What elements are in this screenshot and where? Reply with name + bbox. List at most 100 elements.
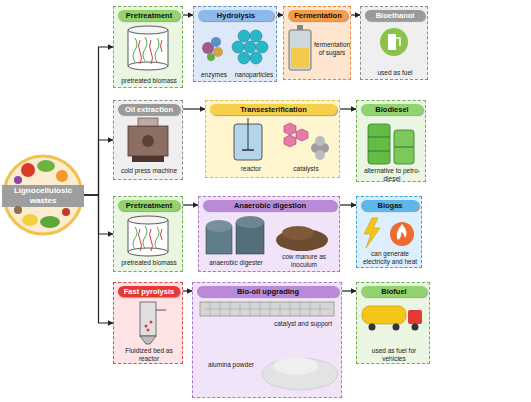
fuel-drop <box>380 28 408 56</box>
process-box: Pretreatmentpretreated biomass <box>113 196 183 272</box>
husk-shape <box>14 206 22 214</box>
barrel-ring <box>394 147 414 148</box>
enzyme-blob <box>202 42 214 54</box>
flow-arrow <box>351 14 360 15</box>
grape-shape <box>14 176 22 184</box>
catalyst-sphere <box>311 143 321 153</box>
particle-sphere <box>250 30 262 42</box>
process-box: Anaerobic digestionanaerobic digestercow… <box>198 196 340 272</box>
step-heading: Bioethanol <box>365 10 425 21</box>
pretreated-biomass-icon <box>128 26 168 70</box>
fermenter-icon <box>289 25 311 70</box>
product-box: Biogascan generate electricity and heat <box>356 196 422 268</box>
nanoparticle-icon <box>232 30 268 64</box>
product-box: Biodieselalternative to petro-diesel <box>356 100 426 182</box>
image-caption: cow manure as inoculum <box>271 253 337 269</box>
image-caption: can generate electricity and heat <box>360 250 420 266</box>
pump-hose <box>396 38 400 46</box>
step-heading: Oil extraction <box>118 104 180 115</box>
tank-bottom <box>128 248 168 256</box>
manure-icon <box>276 226 328 251</box>
image-caption: used as fuel <box>365 69 425 77</box>
step-heading: Biodiesel <box>361 104 423 115</box>
catalyst-sphere <box>319 143 329 153</box>
powder-pile <box>262 358 338 390</box>
tank-top <box>128 216 168 224</box>
truck-wheel <box>412 324 419 331</box>
honeycomb-cells <box>204 302 330 316</box>
digester-tank <box>236 222 264 254</box>
catalyst-sphere <box>315 150 325 160</box>
barrel-ring <box>368 137 390 138</box>
fuel-barrel <box>394 130 414 164</box>
flow-arrow <box>183 108 205 109</box>
press-hopper <box>138 118 158 126</box>
reactor-vessel <box>234 124 262 160</box>
catalyst-support-icon <box>200 302 334 316</box>
image-caption: catalyst and support <box>268 320 338 328</box>
image-caption: nanoparticles <box>232 71 276 79</box>
catalyst-hexagon <box>284 135 296 147</box>
catalyst-sphere <box>315 136 325 146</box>
truck-wheel <box>393 324 400 331</box>
orange-shape <box>56 170 68 182</box>
flow-arrow <box>183 14 193 15</box>
honeycomb-support <box>200 302 334 316</box>
fluidized-bed-icon <box>140 302 166 344</box>
particle-sphere <box>256 41 268 53</box>
source-circle: Lignocellulosic wastes <box>2 152 84 238</box>
tank-body <box>128 30 168 66</box>
enzyme-blob <box>211 37 221 47</box>
press-body <box>128 126 168 156</box>
stirrer-blade <box>242 149 254 151</box>
pump-body <box>388 34 396 50</box>
process-box: Oil extractioncold press machine <box>113 100 183 180</box>
reactor-icon <box>234 118 262 160</box>
reactor-column <box>140 302 156 336</box>
image-caption: enzymes <box>196 71 232 79</box>
process-box: Pretreatmentpretreated biomass <box>113 6 183 88</box>
step-heading: Fast pyrolysis <box>118 286 180 297</box>
flow-arrow <box>340 108 356 109</box>
image-caption: alumina powder <box>205 361 257 369</box>
particle-sphere <box>232 41 244 53</box>
image-caption: pretreated biomass <box>118 77 180 85</box>
flow-arrow <box>84 195 113 323</box>
particle-sphere <box>238 52 250 64</box>
product-box: Biofuelused as fuel for vehicles <box>356 282 430 364</box>
fiber-strands <box>139 40 163 64</box>
catalyst-hexagon <box>284 123 296 135</box>
particle-sphere <box>244 41 256 53</box>
digester-tank <box>206 226 232 254</box>
truck-cab <box>408 310 422 324</box>
alumina-powder-icon <box>262 357 338 390</box>
berry-shape <box>62 208 70 216</box>
product-box: Bioethanol used as fuel <box>360 6 428 80</box>
press-wheel <box>142 135 154 147</box>
step-heading: Biofuel <box>361 286 427 297</box>
flow-arrow <box>183 204 198 205</box>
reactor-cone <box>140 336 156 344</box>
powder-pile <box>274 357 318 375</box>
process-box: Fermentationfermentation of sugars <box>283 6 351 80</box>
food-illustration <box>14 160 70 228</box>
reactor-stirrer <box>248 118 249 150</box>
heat-circle <box>390 222 414 246</box>
truck-wheel <box>369 324 376 331</box>
bed-particle <box>147 329 150 332</box>
flow-arrow <box>340 204 356 205</box>
flow-arrow <box>277 14 283 15</box>
step-heading: Fermentation <box>288 10 348 21</box>
manure-pile <box>282 226 314 240</box>
catalyst-icon <box>284 123 329 160</box>
energy-icon <box>364 218 414 248</box>
step-heading: Anaerobic digestion <box>203 200 337 211</box>
bed-particle <box>145 325 148 328</box>
truck-tank <box>362 306 406 324</box>
flow-arrow <box>183 290 192 291</box>
fiber-strands <box>133 226 159 249</box>
flow-arrow <box>342 290 356 291</box>
pretreated-biomass-icon <box>128 216 168 256</box>
fuel-barrel <box>368 124 390 164</box>
